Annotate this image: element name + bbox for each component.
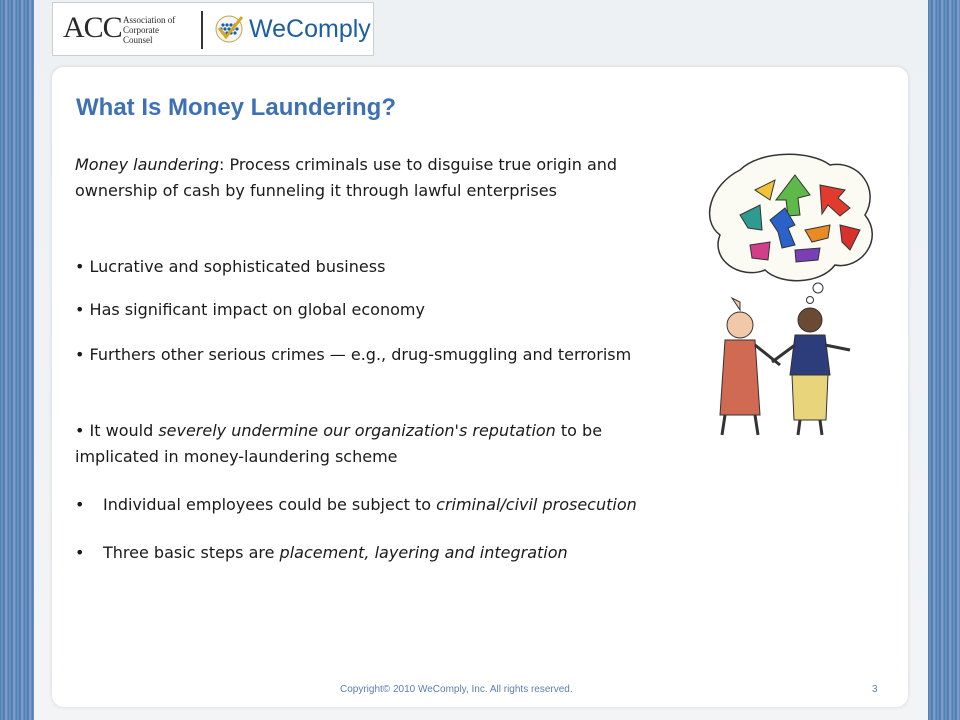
bullet-text-emphasis: criminal/civil prosecution [436, 495, 637, 514]
bullet-text-pre: Individual employees could be subject to [103, 495, 437, 514]
logo-divider [201, 11, 203, 49]
bullet-item: • It would severely undermine our organi… [75, 418, 685, 470]
header-logo: ACC Association of Corporate Counsel WeC… [52, 2, 374, 56]
right-side-band [928, 0, 960, 720]
bullet-marker: • [75, 300, 85, 319]
bullet-text-emphasis: severely undermine our organization's re… [158, 421, 556, 440]
bullet-item: • Three basic steps are placement, layeri… [75, 540, 775, 566]
acc-logo-mark: ACC [63, 11, 123, 44]
bullet-text-pre: Three basic steps are [103, 543, 280, 562]
left-side-band [0, 0, 34, 720]
confused-people-thought-bubble-illustration [709, 153, 873, 436]
bullet-text-post: to be implicated in money-laundering sch… [75, 421, 603, 466]
bullet-marker: • [75, 543, 85, 562]
definition-text: : Process criminals use to disguise true… [75, 155, 618, 200]
bullet-marker: • [75, 421, 85, 440]
slide-title: What Is Money Laundering? [76, 94, 397, 121]
bullet-text: Furthers other serious crimes — e.g., dr… [89, 345, 632, 364]
bullet-text: Lucrative and sophisticated business [89, 257, 386, 276]
bullet-marker: • [75, 257, 85, 276]
acc-logo-text: Association of Corporate Counsel [123, 15, 176, 45]
bullet-marker: • [75, 495, 85, 514]
bullet-text: Has significant impact on global economy [89, 300, 425, 319]
bullet-item: • Furthers other serious crimes — e.g., … [75, 342, 675, 368]
wecomply-logo-text: WeComply [249, 15, 371, 43]
copyright-footer: Copyright© 2010 WeComply, Inc. All right… [340, 684, 573, 695]
bullet-text-pre: It would [89, 421, 159, 440]
bullet-item: • Has significant impact on global econo… [75, 297, 675, 323]
bullet-marker: • [75, 345, 85, 364]
bullet-item: • Individual employees could be subject t… [75, 492, 775, 518]
checkmark-globe-icon [215, 15, 244, 43]
definition-term: Money laundering [75, 155, 219, 174]
definition-paragraph: Money laundering: Process criminals use … [75, 152, 675, 204]
page-number: 3 [872, 684, 878, 695]
bullet-text-emphasis: placement, layering and integration [279, 543, 568, 562]
bullet-item: • Lucrative and sophisticated business [75, 254, 675, 280]
